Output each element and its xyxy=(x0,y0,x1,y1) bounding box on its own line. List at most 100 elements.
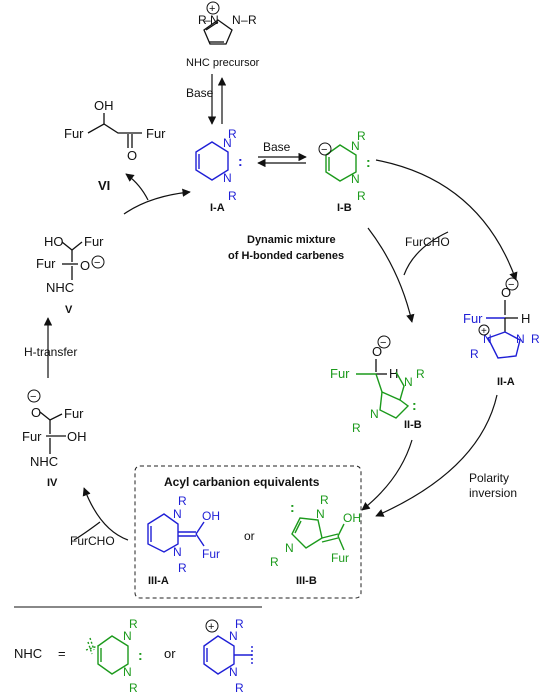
breslow-iiib-structure: : N N R R OH Fur xyxy=(270,493,361,569)
iib-to-iii-arrow xyxy=(361,439,413,511)
iia-r-left: R xyxy=(470,347,479,361)
intermediate-iia-structure: Fur O − H N N R R + xyxy=(463,277,540,361)
nhc-definition-green-structure: N N R R : xyxy=(85,617,143,695)
def-blue-r-top: R xyxy=(235,617,244,631)
breslow-iiia-structure: N N R R OH Fur xyxy=(147,494,220,575)
iib-minus-charge: − xyxy=(380,337,386,349)
iiia-r-top: R xyxy=(178,494,187,508)
vi-carbonyl-o: O xyxy=(127,148,137,163)
compound-vi-structure: Fur OH Fur O xyxy=(64,98,166,163)
vi-fur-left: Fur xyxy=(64,126,84,141)
vi-oh: OH xyxy=(94,98,114,113)
iib-fur: Fur xyxy=(330,366,350,381)
polarity-inversion-line2: inversion xyxy=(469,486,517,500)
ia-n-bottom: N xyxy=(223,171,232,185)
def-green-r-top: R xyxy=(129,617,138,631)
svg-text:–: – xyxy=(241,13,248,27)
compound-v-structure: HO Fur Fur O − NHC xyxy=(36,234,105,295)
def-green-carbene-lone-pair: : xyxy=(138,647,143,663)
or-label-middle: or xyxy=(244,529,255,543)
iv-nhc: NHC xyxy=(30,454,58,469)
iia-o: O xyxy=(501,285,511,300)
iv-label: IV xyxy=(47,477,58,489)
def-blue-n-bottom: N xyxy=(229,665,238,679)
or-label-bottom: or xyxy=(164,646,176,661)
ib-to-iia-arrow xyxy=(375,159,518,281)
carbene-ia-structure: N N R R : xyxy=(195,127,243,203)
v-minus-charge: − xyxy=(94,257,100,269)
iiib-n-bottom: N xyxy=(285,541,294,555)
base-label-top: Base xyxy=(186,86,214,100)
ia-r-bottom: R xyxy=(228,189,237,203)
svg-text:–: – xyxy=(204,13,211,27)
iiib-carbene-lone-pair: : xyxy=(290,499,295,515)
iia-fur: Fur xyxy=(463,311,483,326)
ia-label: I-A xyxy=(210,202,225,214)
iia-n-right: N xyxy=(516,332,525,346)
v-ho: HO xyxy=(44,234,64,249)
nhc-definition-blue-structure: N N R R + xyxy=(203,617,253,695)
iia-n-left: N xyxy=(483,332,492,346)
intermediate-iib-structure: Fur O − H N N R R : xyxy=(330,335,425,435)
v-nhc: NHC xyxy=(46,280,74,295)
iiib-r-bottom: R xyxy=(270,555,279,569)
def-green-r-bottom: R xyxy=(129,681,138,695)
iia-to-iii-arrow xyxy=(375,394,498,517)
iia-label: II-A xyxy=(497,376,515,388)
iiib-r-top: R xyxy=(320,493,329,507)
ib-to-iib-arrow xyxy=(367,227,415,323)
iiia-n-top: N xyxy=(173,507,182,521)
acyl-carbanion-box xyxy=(134,465,362,599)
ib-label: I-B xyxy=(337,202,352,214)
carbene-ib-structure: N N R R : − xyxy=(318,129,371,203)
iv-minus-charge: − xyxy=(30,391,36,403)
iia-r-right: R xyxy=(531,332,540,346)
iii-to-iv-arrow xyxy=(82,487,129,541)
def-blue-plus-charge: + xyxy=(208,621,214,633)
furcho-join-arrow xyxy=(403,231,449,276)
iv-oh: OH xyxy=(67,429,87,444)
iiib-label: III-B xyxy=(296,575,317,587)
iia-h: H xyxy=(521,311,530,326)
vi-fur-right: Fur xyxy=(146,126,166,141)
iia-plus-charge: + xyxy=(481,326,487,337)
iv-o: O xyxy=(31,405,41,420)
compound-iv-structure: − O Fur Fur OH NHC xyxy=(22,389,87,469)
nhc-precursor-structure: R – N N – R + xyxy=(198,1,257,45)
def-green-n-bottom: N xyxy=(123,665,132,679)
ia-r-top: R xyxy=(228,127,237,141)
iiib-oh: OH xyxy=(343,511,361,525)
iiia-oh: OH xyxy=(202,509,220,523)
acyl-carbanion-title: Acyl carbanion equivalents xyxy=(164,475,320,489)
h-transfer-label: H-transfer xyxy=(24,345,77,359)
precursor-r-left: R xyxy=(198,13,207,27)
nhc-definition-label: NHC xyxy=(14,646,42,661)
ib-r-top: R xyxy=(357,129,366,143)
v-fur-top: Fur xyxy=(84,234,104,249)
nhc-precursor-label: NHC precursor xyxy=(186,57,260,69)
ib-carbene-lone-pair: : xyxy=(366,154,371,170)
dynamic-mixture-line2: of H-bonded carbenes xyxy=(228,250,344,262)
vi-label: VI xyxy=(98,178,110,193)
iia-minus-charge: − xyxy=(508,279,514,291)
furcho-label-bottom: FurCHO xyxy=(70,534,115,548)
ia-n-top: N xyxy=(223,136,232,150)
iib-r-bottom: R xyxy=(352,421,361,435)
precursor-plus-charge: + xyxy=(209,3,215,15)
def-green-n-top: N xyxy=(123,629,132,643)
def-blue-n-top: N xyxy=(229,629,238,643)
v-label: V xyxy=(65,304,73,316)
precursor-n-right: N xyxy=(232,13,241,27)
ib-minus-charge: − xyxy=(321,144,327,156)
iv-fur-top: Fur xyxy=(64,406,84,421)
iib-o: O xyxy=(372,344,382,359)
ib-r-bottom: R xyxy=(357,189,366,203)
iiia-n-bottom: N xyxy=(173,545,182,559)
iiia-r-bottom: R xyxy=(178,561,187,575)
precursor-r-right: R xyxy=(248,13,257,27)
iiia-label: III-A xyxy=(148,575,169,587)
precursor-n-left: N xyxy=(210,13,219,27)
polarity-inversion-line1: Polarity xyxy=(469,471,509,485)
v-fur-left: Fur xyxy=(36,256,56,271)
